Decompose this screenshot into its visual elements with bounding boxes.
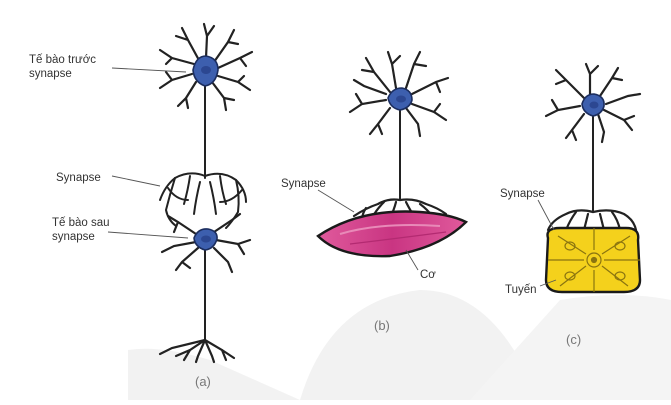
motor-neuron-soma	[387, 87, 413, 111]
captions: (a) (b) (c)	[195, 318, 581, 389]
label-muscle: Cơ	[420, 269, 436, 281]
muscle-fiber	[316, 210, 469, 258]
presynaptic-soma	[192, 55, 219, 87]
leader-lines-a	[107, 67, 189, 239]
presynaptic-neuron	[158, 22, 254, 179]
label-presynaptic-line2: synapse	[29, 68, 72, 80]
leader-lines-c	[537, 199, 557, 287]
label-postsynaptic-line2: synapse	[52, 231, 95, 243]
caption-b: (b)	[374, 318, 390, 333]
caption-a: (a)	[195, 374, 211, 389]
label-synapse-b: Synapse	[281, 178, 326, 190]
label-postsynaptic-line1: Tế bào sau	[52, 217, 110, 229]
postsynaptic-soma	[193, 228, 218, 251]
postsynaptic-neuron	[158, 212, 252, 364]
synapse-terminals-a	[159, 172, 247, 229]
labels: Tế bào trước synapse Synapse Tế bào sau …	[29, 54, 545, 296]
label-synapse-a: Synapse	[56, 172, 101, 184]
background-watermark	[128, 290, 671, 400]
motor-neuron	[348, 50, 450, 222]
gland-neuron	[544, 62, 642, 232]
label-gland: Tuyến	[505, 284, 537, 296]
leader-lines-b	[317, 189, 419, 271]
gland	[544, 226, 642, 294]
label-presynaptic-line1: Tế bào trước	[29, 54, 96, 66]
label-synapse-c: Synapse	[500, 188, 545, 200]
gland-neuron-soma	[581, 93, 605, 117]
caption-c: (c)	[566, 332, 581, 347]
